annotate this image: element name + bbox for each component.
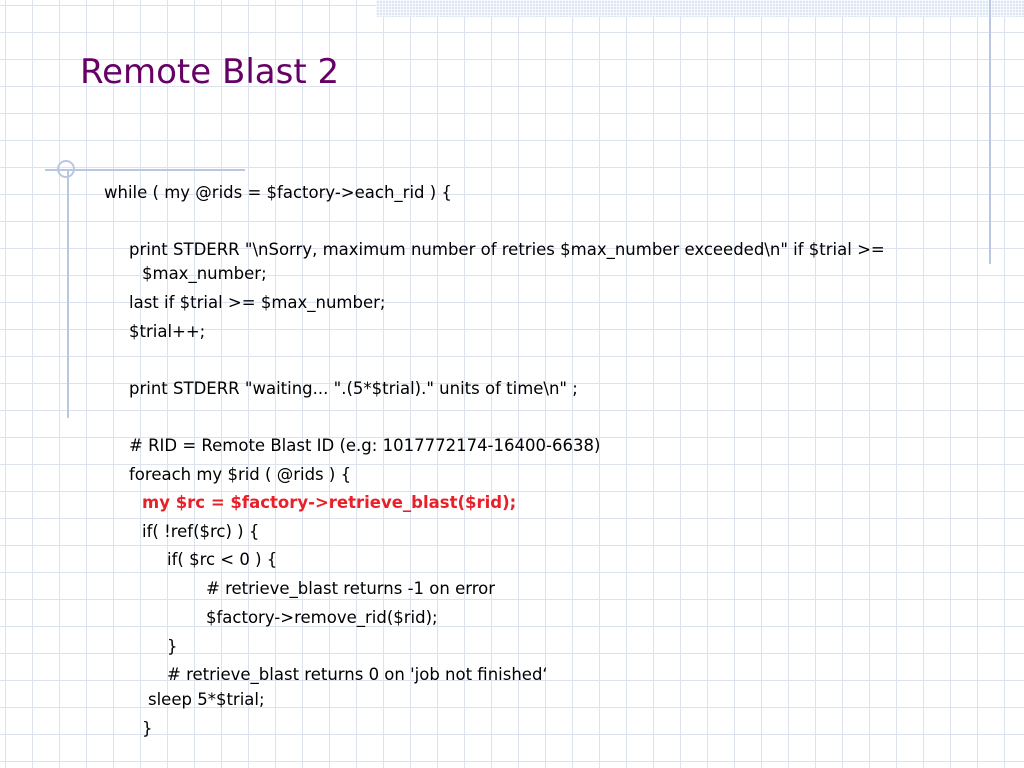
code-line: if( !ref($rc) ) { (142, 522, 260, 541)
code-line: print STDERR "\nSorry, maximum number of… (129, 240, 885, 259)
slide-title: Remote Blast 2 (80, 52, 340, 92)
decorative-horizontal-line (45, 169, 245, 171)
code-line: foreach my $rid ( @rids ) { (129, 465, 352, 484)
code-line-highlighted: my $rc = $factory->retrieve_blast($rid); (142, 493, 517, 512)
code-line: $max_number; (142, 264, 267, 283)
code-line: } (142, 719, 153, 738)
code-line: # RID = Remote Blast ID (e.g: 1017772174… (129, 436, 601, 455)
code-line: $factory->remove_rid($rid); (206, 608, 438, 627)
code-line: # retrieve_blast returns 0 on 'job not f… (167, 665, 548, 684)
decorative-circle-icon (57, 160, 75, 178)
code-line: print STDERR "waiting... ".(5*$trial)." … (129, 379, 578, 398)
top-decorative-band (376, 0, 1024, 17)
code-line: while ( my @rids = $factory->each_rid ) … (104, 183, 452, 202)
code-line: if( $rc < 0 ) { (167, 550, 278, 569)
code-line: } (167, 637, 178, 656)
decorative-vertical-line-right (989, 0, 991, 264)
decorative-vertical-line-left (67, 170, 69, 418)
code-line: last if $trial >= $max_number; (129, 293, 386, 312)
code-line: # retrieve_blast returns -1 on error (206, 579, 496, 598)
code-line: $trial++; (129, 322, 206, 341)
code-line: sleep 5*$trial; (148, 690, 265, 709)
